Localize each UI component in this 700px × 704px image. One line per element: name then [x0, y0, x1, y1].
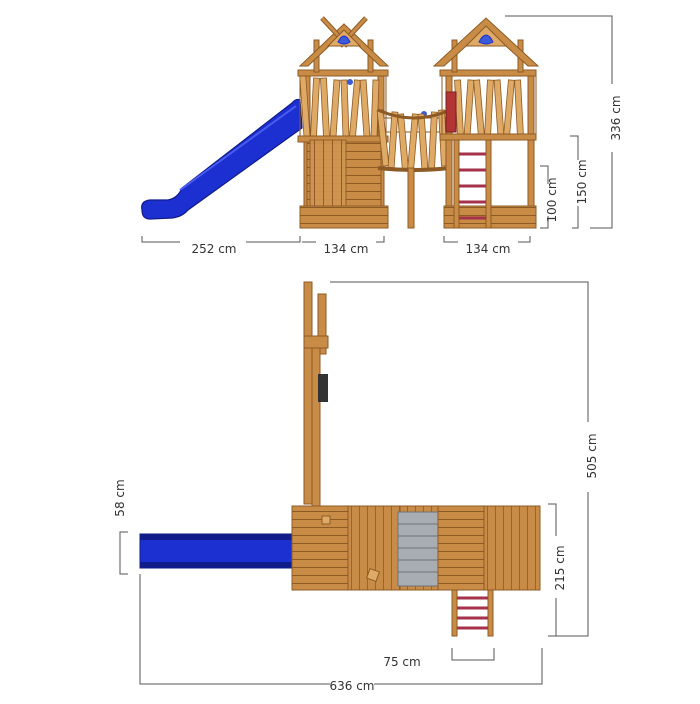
roof-emblem-icon: [478, 34, 494, 45]
bridge-floor: [397, 511, 439, 587]
dim-tower-width-front: 134 cm: [465, 242, 510, 256]
slide-highlight: [179, 105, 297, 191]
suspension-bridge: [376, 108, 451, 229]
swing-seat: [318, 374, 328, 402]
left-tower-ladder-panel: [309, 139, 347, 207]
top-view-slide-edge: [140, 562, 294, 568]
dim-bridge-length: 134 cm: [323, 242, 368, 256]
dim-slide-length: 252 cm: [191, 242, 236, 256]
ladder-icon: [453, 139, 492, 229]
left-tower-roof-top: [291, 505, 349, 591]
right-tower-railing-slats: [454, 79, 524, 137]
top-view-beam-joint: [303, 335, 329, 349]
dim-total-width: 636 cm: [329, 679, 374, 693]
roof-emblem-icon: [337, 35, 351, 45]
left-tower-railing-slats: [299, 75, 380, 141]
front-view: [141, 16, 540, 229]
right-tower-roof-top: [483, 505, 541, 591]
hatch-icon: [365, 567, 381, 583]
top-view: [139, 281, 541, 637]
climbing-hold-icon: [347, 79, 353, 85]
left-tower-rail-top: [297, 69, 389, 77]
right-tower-post: [527, 69, 535, 229]
right-tower-door-accent: [445, 91, 457, 133]
right-tower-roof-top: [437, 505, 485, 591]
top-view-beam: [311, 347, 321, 509]
hatch-icon: [321, 515, 331, 525]
left-tower-base: [299, 205, 389, 229]
right-tower-rail-bottom: [439, 133, 537, 141]
dim-platform-depth: 215 cm: [553, 545, 567, 590]
dim-total-height: 336 cm: [609, 95, 623, 140]
top-dimensions: [119, 281, 589, 685]
top-view-beam: [303, 281, 313, 505]
dim-platform-height-low: 100 cm: [545, 177, 559, 222]
bridge-floor-slats: [398, 523, 438, 573]
dim-total-depth: 505 cm: [585, 433, 599, 478]
dim-slide-width: 58 cm: [113, 479, 127, 516]
dim-ladder-width: 75 cm: [383, 655, 420, 669]
top-view-beam: [317, 293, 327, 355]
front-dimensions: [141, 15, 613, 243]
ladder-icon: [451, 589, 494, 637]
dim-platform-height-high: 150 cm: [575, 159, 589, 204]
top-view-slide-edge: [140, 534, 294, 540]
right-tower-rail-top: [439, 69, 537, 77]
